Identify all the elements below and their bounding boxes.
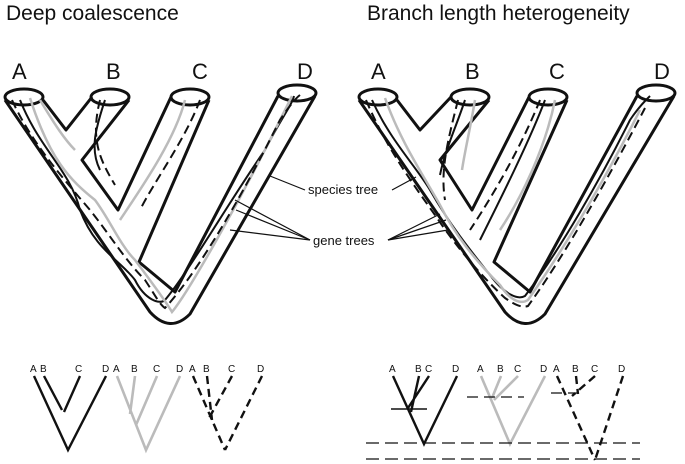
small-left-gray-label-a: A [113, 364, 120, 375]
left-tube-end-a [3, 87, 45, 107]
leader-species-tree-left [269, 175, 306, 191]
left-gene-tree-dashed-b [94, 99, 201, 211]
small-right-gray-label-c: C [514, 364, 521, 375]
left-tip-label-d: D [297, 59, 313, 84]
right-gene-tree-dashed [365, 99, 646, 308]
annotation-species-tree: species tree [308, 182, 378, 197]
small-right-gray-label-d: D [540, 364, 547, 375]
right-gene-tree-gray [383, 97, 642, 304]
small-right-black-label-d: D [452, 364, 459, 375]
small-left-black-label-b: B [40, 364, 47, 375]
right-tube-outline-inner [395, 95, 639, 294]
small-left-black-label-d: D [102, 364, 109, 375]
right-tip-label-a: A [371, 59, 386, 84]
right-gene-tree-black-b [439, 99, 546, 241]
small-left-dashed-label-c: C [228, 364, 235, 375]
annotations: species tree gene trees [229, 175, 449, 248]
right-species-tree: A B C D [357, 59, 677, 325]
right-tube-end-c [527, 87, 569, 107]
small-right-gray-label-b: B [497, 364, 504, 375]
small-left-gray-label-b: B [131, 364, 138, 375]
small-left-dashed-branches [191, 375, 264, 451]
left-gene-tree-black-b [93, 99, 106, 171]
left-tip-label-c: C [192, 59, 208, 84]
right-tip-label-b: B [465, 59, 480, 84]
small-left-dashed-label-d: D [257, 364, 264, 375]
small-right-dashed-label-d: D [618, 364, 625, 375]
small-left-dashed-label-b: B [203, 364, 210, 375]
left-tip-label-a: A [12, 59, 27, 84]
small-right-dashed-branches [555, 375, 625, 461]
small-tree-right-black: A B C D [389, 364, 459, 447]
reference-lines [366, 392, 640, 460]
left-tube-outline-outer [3, 95, 317, 325]
right-tip-label-c: C [549, 59, 565, 84]
leader-gene-trees-right-3 [387, 229, 449, 241]
right-gene-tree-dashed-b [442, 99, 541, 231]
leader-gene-trees-left-1 [234, 199, 311, 241]
right-gene-tree-gray-b [460, 99, 557, 231]
left-tube-end-c [169, 87, 211, 107]
small-right-black-label-b: B [415, 364, 422, 375]
panel-title-deep-coalescence: Deep coalescence [6, 2, 179, 25]
small-left-black-branches [32, 375, 108, 453]
leader-gene-trees-left-3 [229, 229, 311, 241]
annotation-gene-trees: gene trees [313, 233, 375, 248]
leader-gene-trees-left-2 [235, 209, 311, 241]
small-tree-right-dashed: A B C D [553, 364, 625, 461]
small-tree-left-dashed: A B C D [189, 364, 264, 451]
small-left-gray-branches [115, 375, 182, 454]
small-left-dashed-label-a: A [189, 364, 196, 375]
left-tube-outline-inner [41, 95, 280, 294]
left-gene-tree-dashed [11, 94, 301, 310]
small-right-black-label-a: A [389, 364, 396, 375]
right-gene-tree-black [371, 95, 651, 299]
leader-gene-trees-right-2 [387, 219, 447, 241]
small-right-black-branches [391, 375, 459, 447]
right-tube-end-a [357, 87, 399, 107]
left-tube-end-d [276, 83, 318, 103]
small-right-gray-label-a: A [477, 364, 484, 375]
small-right-black-label-c: C [425, 364, 432, 375]
small-left-black-label-a: A [30, 364, 37, 375]
small-right-gray-branches [479, 375, 547, 448]
left-tip-label-b: B [106, 59, 121, 84]
left-gene-tree-gray-b [38, 99, 187, 221]
small-right-dashed-label-a: A [553, 364, 560, 375]
small-left-gray-label-d: D [176, 364, 183, 375]
small-tree-left-gray: A B C D [113, 364, 183, 454]
left-tube-end-b [89, 87, 131, 107]
small-right-dashed-label-b: B [572, 364, 579, 375]
small-right-dashed-label-c: C [591, 364, 598, 375]
right-tip-label-d: D [654, 59, 670, 84]
small-tree-right-gray: A B C D [477, 364, 547, 448]
left-species-tree: A B C D [3, 59, 318, 325]
leader-gene-trees-right-1 [387, 213, 441, 241]
panel-title-branch-length-heterogeneity: Branch length heterogeneity [367, 2, 630, 25]
right-tube-end-d [635, 83, 677, 103]
right-tube-outline-outer [357, 95, 676, 325]
small-tree-left-black: A B C D [30, 364, 109, 453]
small-left-black-label-c: C [75, 364, 82, 375]
small-left-gray-label-c: C [153, 364, 160, 375]
